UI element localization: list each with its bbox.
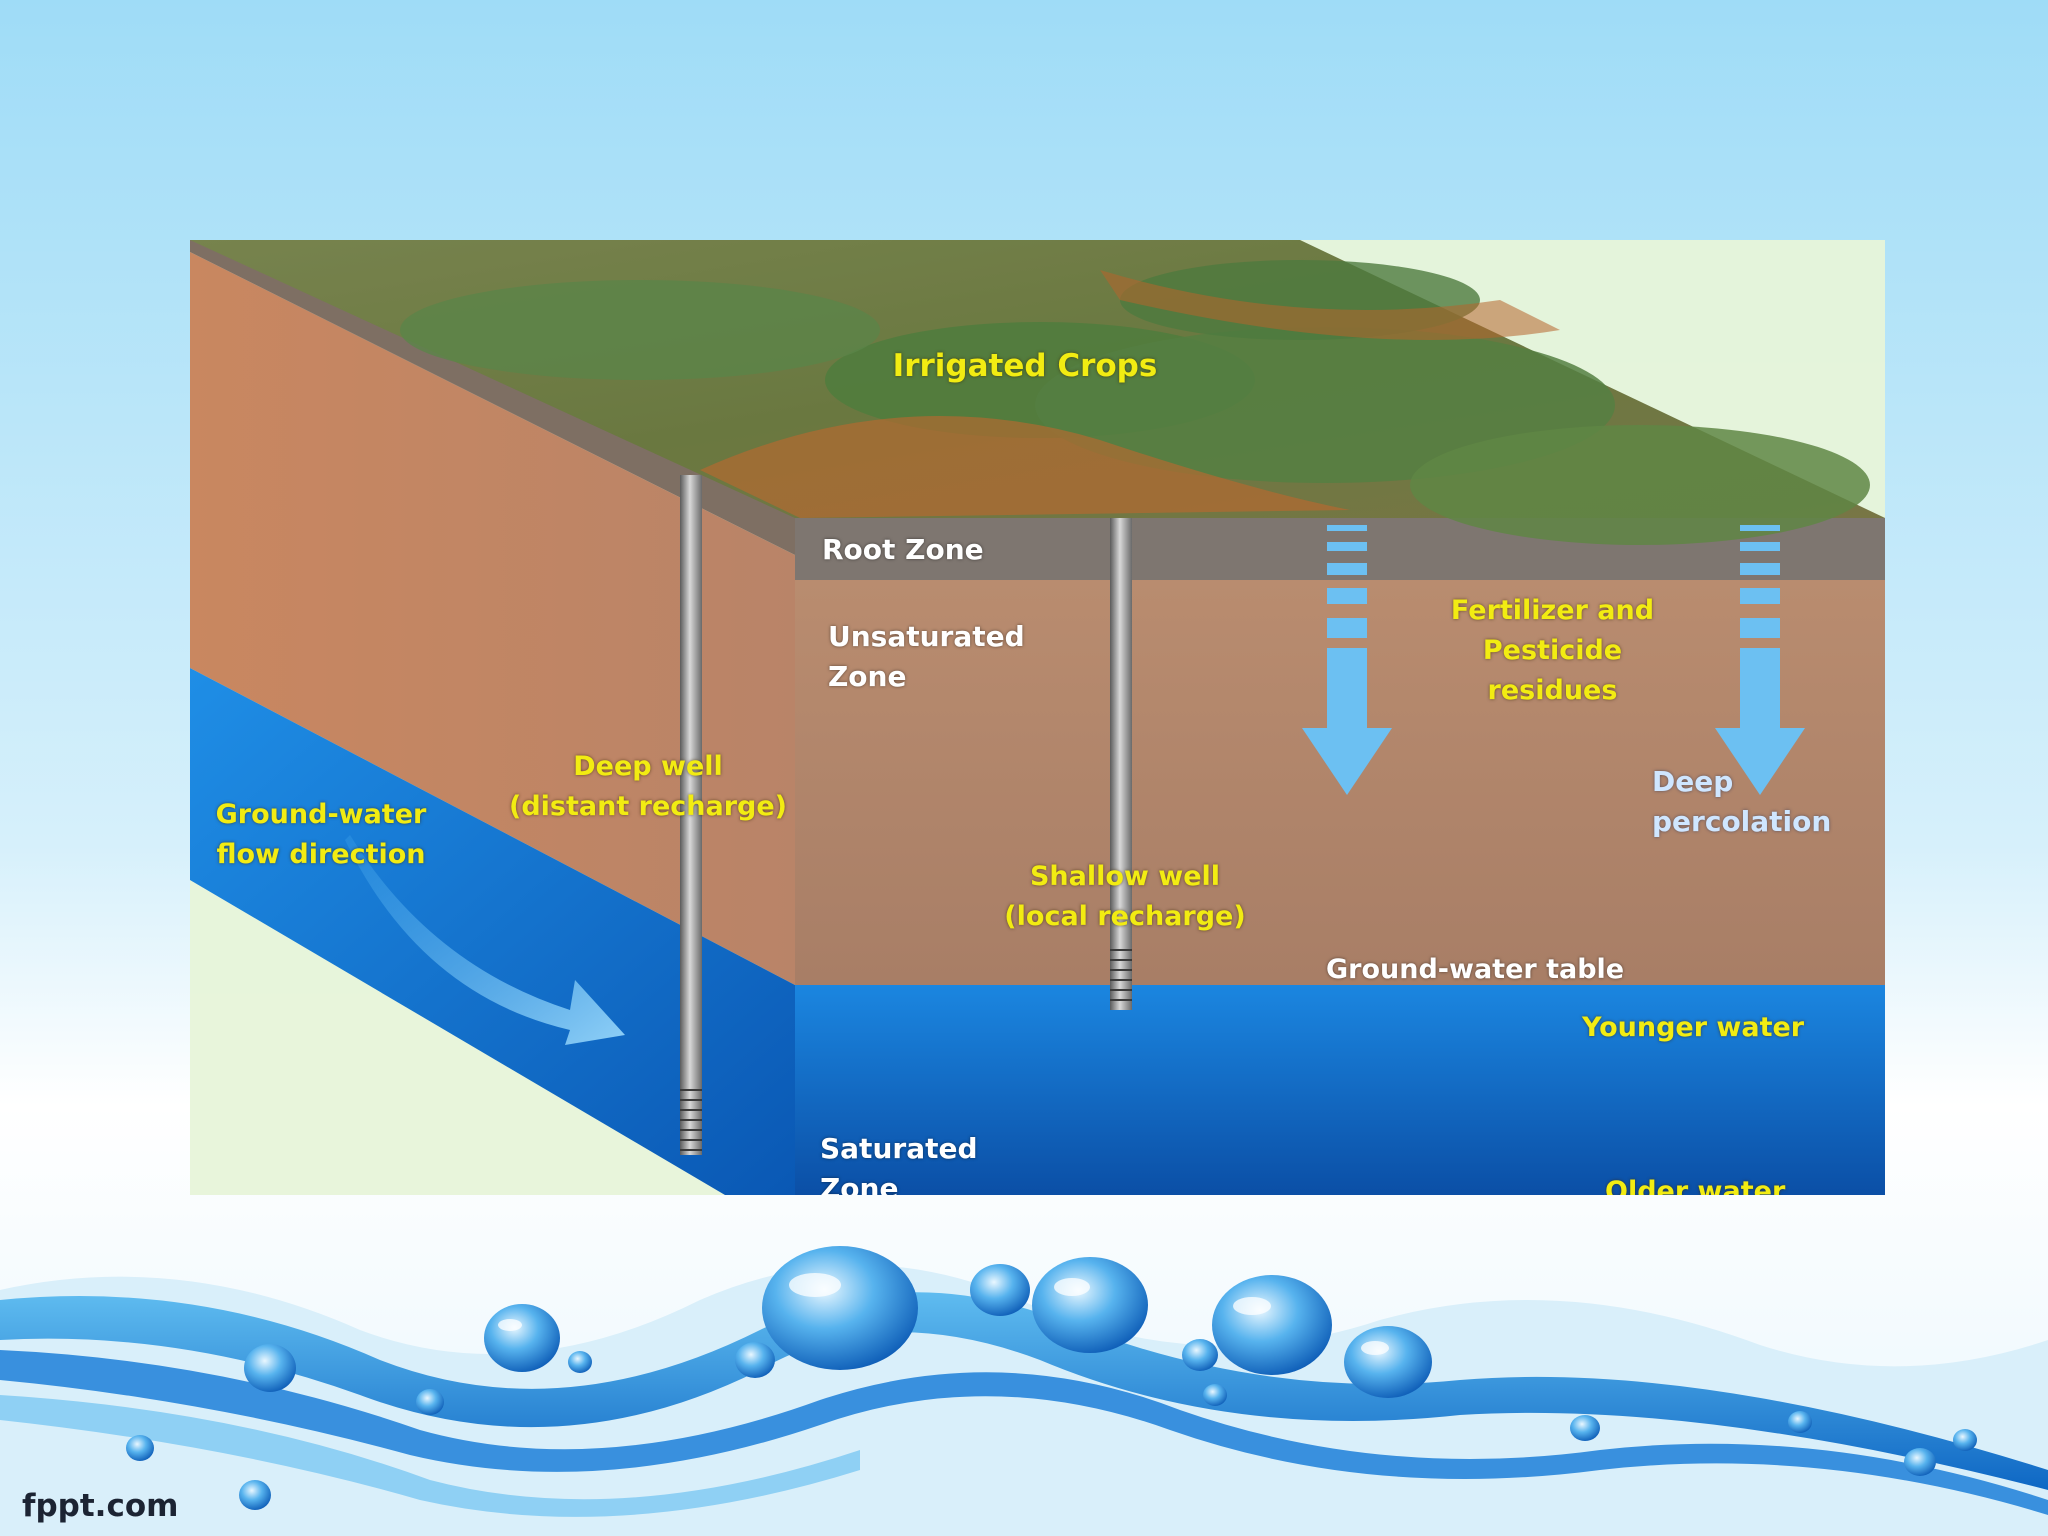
deep-percolation-label-line2: percolation	[1652, 805, 1832, 838]
deep-well-label-line2: (distant recharge)	[508, 791, 787, 822]
ground-water-flow-label-line1: Ground-water	[215, 799, 427, 830]
root-zone-label: Root Zone	[822, 533, 984, 566]
deep-percolation-label-line1: Deep	[1652, 765, 1734, 798]
saturated-zone-label-line2: Zone	[820, 1172, 899, 1195]
footer-brand: fppt.com	[22, 1488, 179, 1524]
fertilizer-label-line1: Fertilizer and	[1450, 595, 1655, 626]
fertilizer-label-line3: residues	[1487, 675, 1618, 706]
ground-water-flow-label-line2: flow direction	[216, 839, 426, 870]
younger-water-label: Younger water	[1582, 1012, 1805, 1043]
irrigated-crops-label: Irrigated Crops	[892, 348, 1158, 384]
deep-well-label-line1: Deep well	[573, 751, 723, 782]
shallow-well-label-line1: Shallow well	[1029, 861, 1221, 892]
older-water-label: Older water	[1605, 1176, 1786, 1195]
saturated-zone-label-line1: Saturated	[820, 1132, 978, 1165]
unsaturated-zone-label-line2: Zone	[828, 660, 907, 693]
unsaturated-zone-label-line1: Unsaturated	[828, 620, 1025, 653]
shallow-well-label-line2: (local recharge)	[1004, 901, 1246, 932]
fertilizer-label-line2: Pesticide	[1482, 635, 1623, 666]
ground-water-table-label: Ground-water table	[1326, 954, 1625, 985]
